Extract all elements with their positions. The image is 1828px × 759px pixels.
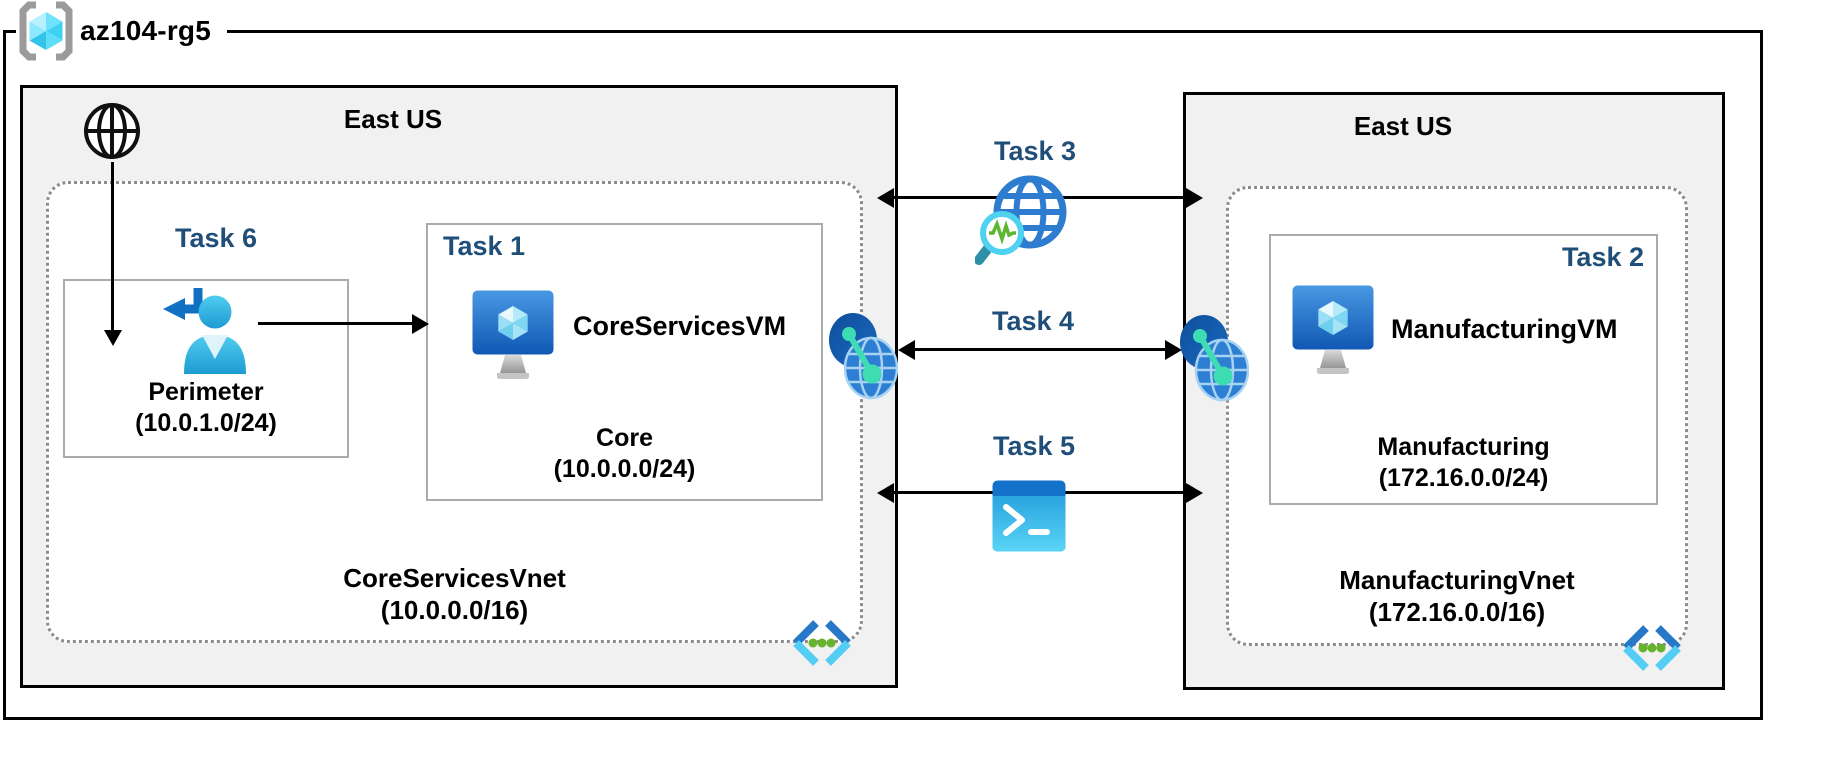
task5-label: Task 5	[992, 431, 1076, 461]
subnet-name: Manufacturing	[1377, 433, 1550, 461]
cloud-shell-icon	[992, 480, 1066, 552]
region-east-us-right: East US Task 2 ManufacturingVM	[1180, 92, 1725, 690]
manufacturing-subnet-label: Manufacturing (172.16.0.0/24)	[1271, 432, 1656, 494]
vnet-cidr: (172.16.0.0/16)	[1368, 597, 1546, 627]
core-subnet-box: Task 1	[426, 223, 823, 501]
task2-label: Task 2	[1561, 242, 1644, 272]
region-title: East US	[1353, 111, 1453, 141]
vnet-peering-icon	[829, 313, 898, 400]
subnet-cidr: (10.0.1.0/24)	[135, 409, 277, 437]
task3-label: Task 3	[993, 136, 1077, 166]
virtual-network-brackets-icon	[793, 620, 851, 666]
vnet-name: CoreServicesVnet	[343, 563, 566, 593]
subnet-name: Core	[596, 424, 653, 452]
subnet-name: Perimeter	[148, 378, 264, 406]
user-sign-in-icon	[163, 288, 246, 374]
vnet-peering-icon	[1180, 315, 1249, 402]
subnet-cidr: (10.0.0.0/24)	[553, 455, 696, 483]
manufacturing-vm-name: ManufacturingVM	[1391, 314, 1618, 344]
network-watcher-icon	[975, 175, 1067, 265]
core-subnet-label: Core (10.0.0.0/24)	[428, 423, 821, 485]
task4-arrow	[915, 348, 1165, 351]
task1-label: Task 1	[443, 231, 526, 261]
perimeter-to-corevm-arrow	[258, 322, 412, 325]
virtual-network-brackets-icon	[1623, 625, 1681, 671]
vnet-cidr: (10.0.0.0/16)	[380, 595, 529, 625]
resource-group-name: az104-rg5	[80, 15, 211, 46]
core-vm-name: CoreServicesVM	[573, 311, 787, 341]
internet-to-perimeter-arrow	[111, 162, 114, 330]
region-title: East US	[343, 104, 443, 134]
core-services-vnet: Task 6 Perimeter (10	[46, 181, 863, 666]
perimeter-subnet-box: Perimeter (10.0.1.0/24)	[63, 279, 349, 458]
region-east-us-left: East US Task 6	[20, 85, 898, 688]
resource-group-icon	[19, 1, 73, 61]
virtual-machine-icon	[1292, 285, 1374, 374]
core-vnet-caption: CoreServicesVnet (10.0.0.0/16)	[49, 562, 860, 626]
resource-group-label: az104-rg5	[16, 1, 227, 61]
internet-globe-icon	[84, 103, 140, 159]
task6-label: Task 6	[174, 223, 258, 253]
manufacturing-vnet: Task 2 ManufacturingVM Manufacturing (17…	[1226, 186, 1688, 671]
perimeter-subnet-label: Perimeter (10.0.1.0/24)	[65, 377, 347, 439]
virtual-machine-icon	[472, 290, 554, 379]
subnet-cidr: (172.16.0.0/24)	[1378, 464, 1549, 492]
vnet-name: ManufacturingVnet	[1339, 565, 1575, 595]
task4-label: Task 4	[991, 306, 1075, 336]
manufacturing-vnet-caption: ManufacturingVnet (172.16.0.0/16)	[1229, 564, 1685, 628]
manufacturing-subnet-box: Task 2 ManufacturingVM Manufacturing (17…	[1269, 234, 1658, 505]
